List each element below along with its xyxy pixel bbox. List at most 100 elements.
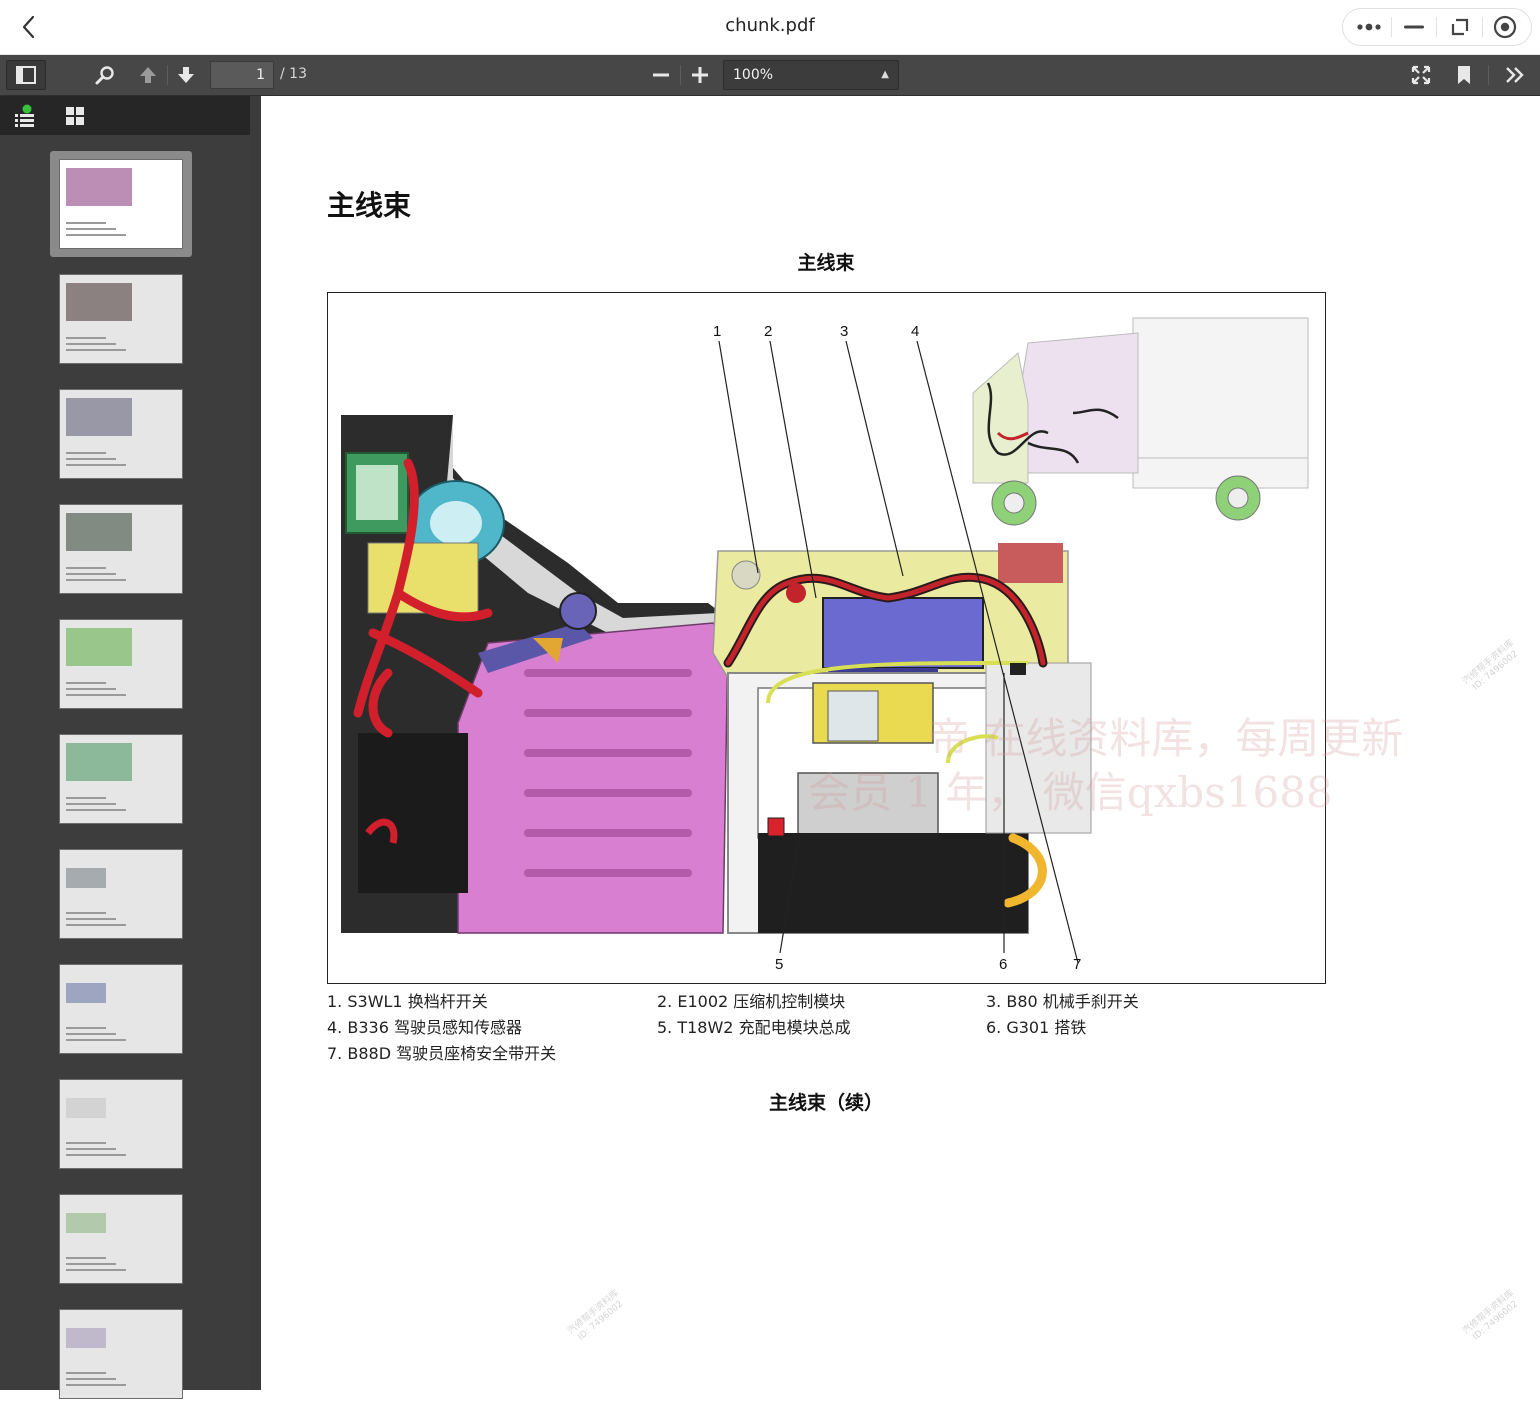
thumbnail-text-line [66, 912, 106, 914]
arrow-up-icon [140, 67, 156, 83]
thumbnail-text-line [66, 1372, 106, 1374]
back-button[interactable] [14, 12, 44, 42]
window-controls [1342, 8, 1532, 46]
page-thumbnail[interactable] [50, 1071, 192, 1177]
page-thumbnail[interactable] [50, 841, 192, 947]
thumbnail-text-line [66, 228, 116, 230]
page-thumbnail[interactable] [50, 1301, 192, 1407]
thumbnail-preview [59, 504, 183, 594]
thumbnail-text-line [66, 567, 106, 569]
title-bar: chunk.pdf [0, 0, 1540, 55]
page-number-input[interactable]: 1 [210, 61, 274, 89]
arrow-down-icon [178, 67, 194, 83]
restore-icon [1451, 18, 1468, 36]
legend-item-4: 4. B336 驾驶员感知传感器 [327, 1018, 522, 1037]
pdf-toolbar: 1 / 13 100% ▲ [0, 55, 1540, 96]
figure-title: 主线束 [797, 252, 855, 274]
callout-7: 7 [1073, 956, 1082, 973]
divider [1391, 17, 1393, 37]
thumbnail-text-line [66, 579, 126, 581]
figure-title-continued: 主线束（续） [768, 1092, 883, 1114]
thumbnail-image [66, 628, 132, 666]
thumbnail-text-line [66, 222, 106, 224]
page-thumbnail[interactable] [50, 151, 192, 257]
thumbnail-text-line [66, 1154, 126, 1156]
thumbnail-preview [59, 619, 183, 709]
thumbnail-preview [59, 1079, 183, 1169]
bookmark-icon [1458, 66, 1470, 84]
thumbnail-text-line [66, 1378, 116, 1380]
page-total: / 13 [280, 66, 307, 82]
thumbnail-image [66, 1213, 106, 1233]
double-chevron-right-icon [1506, 67, 1524, 83]
page-thumbnail[interactable] [50, 1186, 192, 1292]
divider [680, 65, 681, 85]
wiring-harness-figure: 1 2 3 4 5 6 7 帝 在线资料库，每周更新 会员 1 年， 微信qxb… [327, 292, 1403, 984]
bookmark-button[interactable] [1449, 60, 1479, 90]
zoom-select[interactable]: 100% ▲ [723, 60, 899, 90]
thumbnail-text-line [66, 1148, 116, 1150]
thumbnail-text-line [66, 349, 126, 351]
thumbnail-sidebar [0, 96, 250, 1399]
updown-arrow-icon: ▲ [881, 69, 889, 80]
divider [167, 65, 168, 85]
close-target-button[interactable] [1487, 12, 1523, 42]
find-button[interactable] [90, 60, 120, 90]
page-thumbnail[interactable] [50, 956, 192, 1062]
zoom-out-button[interactable] [646, 60, 676, 90]
legend-item-1: 1. S3WL1 换档杆开关 [327, 992, 488, 1011]
thumbnail-text-line [66, 682, 106, 684]
more-options-button[interactable] [1351, 12, 1387, 42]
plus-icon [692, 67, 708, 83]
sidebar-toggle-button[interactable] [6, 60, 46, 90]
page-thumbnail[interactable] [50, 266, 192, 372]
thumbnail-text-line [66, 1039, 126, 1041]
thumbnail-preview [59, 849, 183, 939]
thumbnails-tab[interactable] [58, 100, 92, 132]
callout-3: 3 [840, 323, 849, 340]
thumbnail-preview [59, 1309, 183, 1399]
page-thumbnail[interactable] [50, 611, 192, 717]
thumbnail-preview [59, 159, 183, 249]
wiring-illustration [341, 317, 1309, 964]
grid-icon [66, 107, 84, 125]
legend-item-7: 7. B88D 驾驶员座椅安全带开关 [327, 1044, 557, 1063]
minus-icon [653, 73, 669, 77]
previous-page-button[interactable] [133, 60, 163, 90]
sidebar-tabs [0, 96, 250, 135]
thumbnail-text-line [66, 337, 106, 339]
next-page-button[interactable] [171, 60, 201, 90]
thumbnail-text-line [66, 343, 116, 345]
page-thumbnail[interactable] [50, 726, 192, 832]
thumbnail-text-line [66, 797, 106, 799]
thumbnail-text-line [66, 1257, 106, 1259]
target-circle-icon [1493, 15, 1517, 39]
search-icon [95, 66, 114, 85]
restore-button[interactable] [1442, 12, 1478, 42]
page-thumbnail[interactable] [50, 381, 192, 487]
thumbnail-text-line [66, 803, 116, 805]
thumbnail-text-line [66, 573, 116, 575]
tools-button[interactable] [1500, 60, 1530, 90]
thumbnail-text-line [66, 809, 126, 811]
thumbnail-text-line [66, 924, 126, 926]
thumbnail-text-line [66, 694, 126, 696]
thumbnail-text-line [66, 1269, 126, 1271]
divider [1488, 65, 1489, 85]
presentation-mode-button[interactable] [1405, 60, 1437, 90]
outline-tab[interactable] [8, 100, 42, 132]
fullscreen-icon [1411, 65, 1431, 85]
zoom-in-button[interactable] [685, 60, 715, 90]
page-thumbnail[interactable] [50, 496, 192, 602]
sidebar-icon [16, 66, 36, 84]
thumbnail-preview [59, 1194, 183, 1284]
thumbnail-text-line [66, 1142, 106, 1144]
document-viewer: 主线束 主线束 [261, 96, 1540, 1390]
thumbnail-image [66, 513, 132, 551]
sidebar-resizer[interactable] [250, 96, 261, 1390]
thumbnail-preview [59, 964, 183, 1054]
callout-4: 4 [911, 323, 920, 340]
minimize-button[interactable] [1396, 12, 1432, 42]
thumbnail-image [66, 743, 132, 781]
